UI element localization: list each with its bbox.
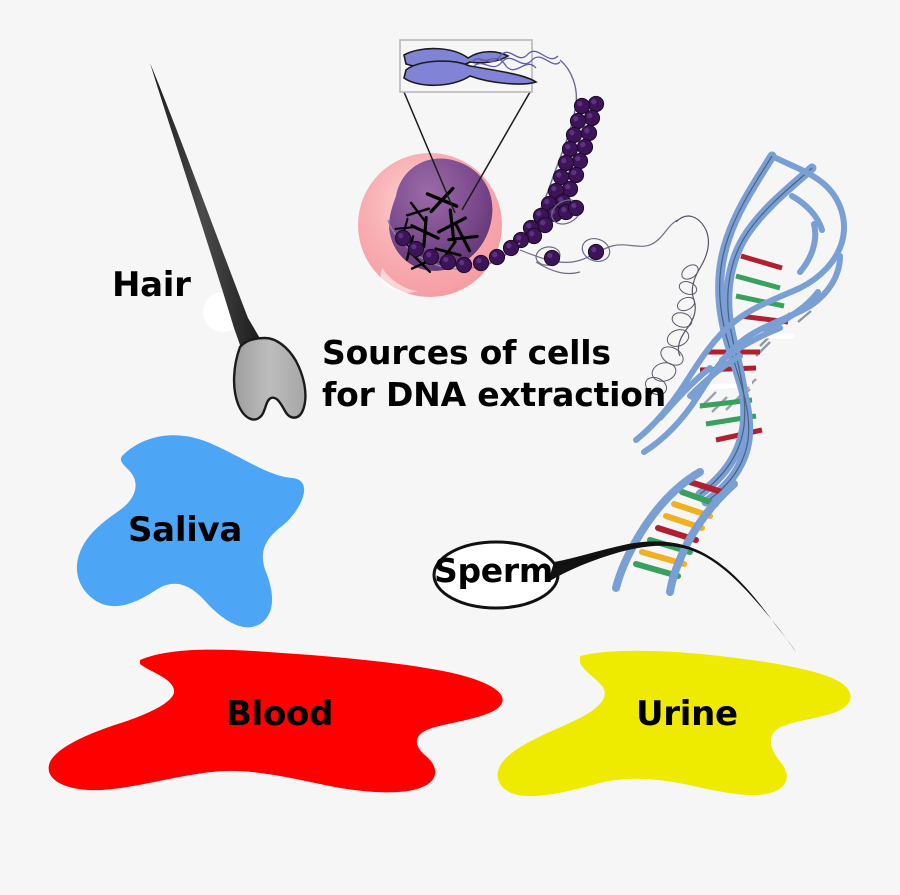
chromatin-beads xyxy=(387,59,679,275)
dna-double-helix xyxy=(612,151,847,596)
cell-highlight xyxy=(380,268,418,293)
figure-title: Sources of cells for DNA extraction xyxy=(322,332,666,416)
hair-shaft xyxy=(150,63,268,362)
label-hair: Hair xyxy=(112,265,191,305)
hair-root-bulb xyxy=(232,336,307,421)
dna-upper-coils xyxy=(633,155,847,455)
sperm-cell xyxy=(432,540,796,652)
condensed-nucleosome-cluster xyxy=(512,95,605,249)
figure-title-line2: for DNA extraction xyxy=(322,375,667,415)
chromatin-fiber-inset xyxy=(471,50,561,71)
hair-strand xyxy=(150,63,307,421)
zoom-leader-lines xyxy=(403,91,531,214)
nucleus-chromosomes xyxy=(394,186,479,273)
dna-unwound-ladder xyxy=(612,468,738,596)
chromosome-zoom-inset xyxy=(399,39,561,93)
dna-thread xyxy=(644,215,710,396)
label-blood: Blood xyxy=(226,694,334,734)
cell-diagram xyxy=(358,153,502,297)
figure-title-line1: Sources of cells xyxy=(322,333,611,372)
urine-blob xyxy=(497,650,851,797)
label-saliva: Saliva xyxy=(128,510,243,550)
chromatid-lower xyxy=(403,60,538,87)
label-urine: Urine xyxy=(636,694,738,734)
label-sperm: Sperm xyxy=(434,551,553,590)
saliva-blob xyxy=(76,435,305,628)
blood-blob xyxy=(48,649,503,793)
